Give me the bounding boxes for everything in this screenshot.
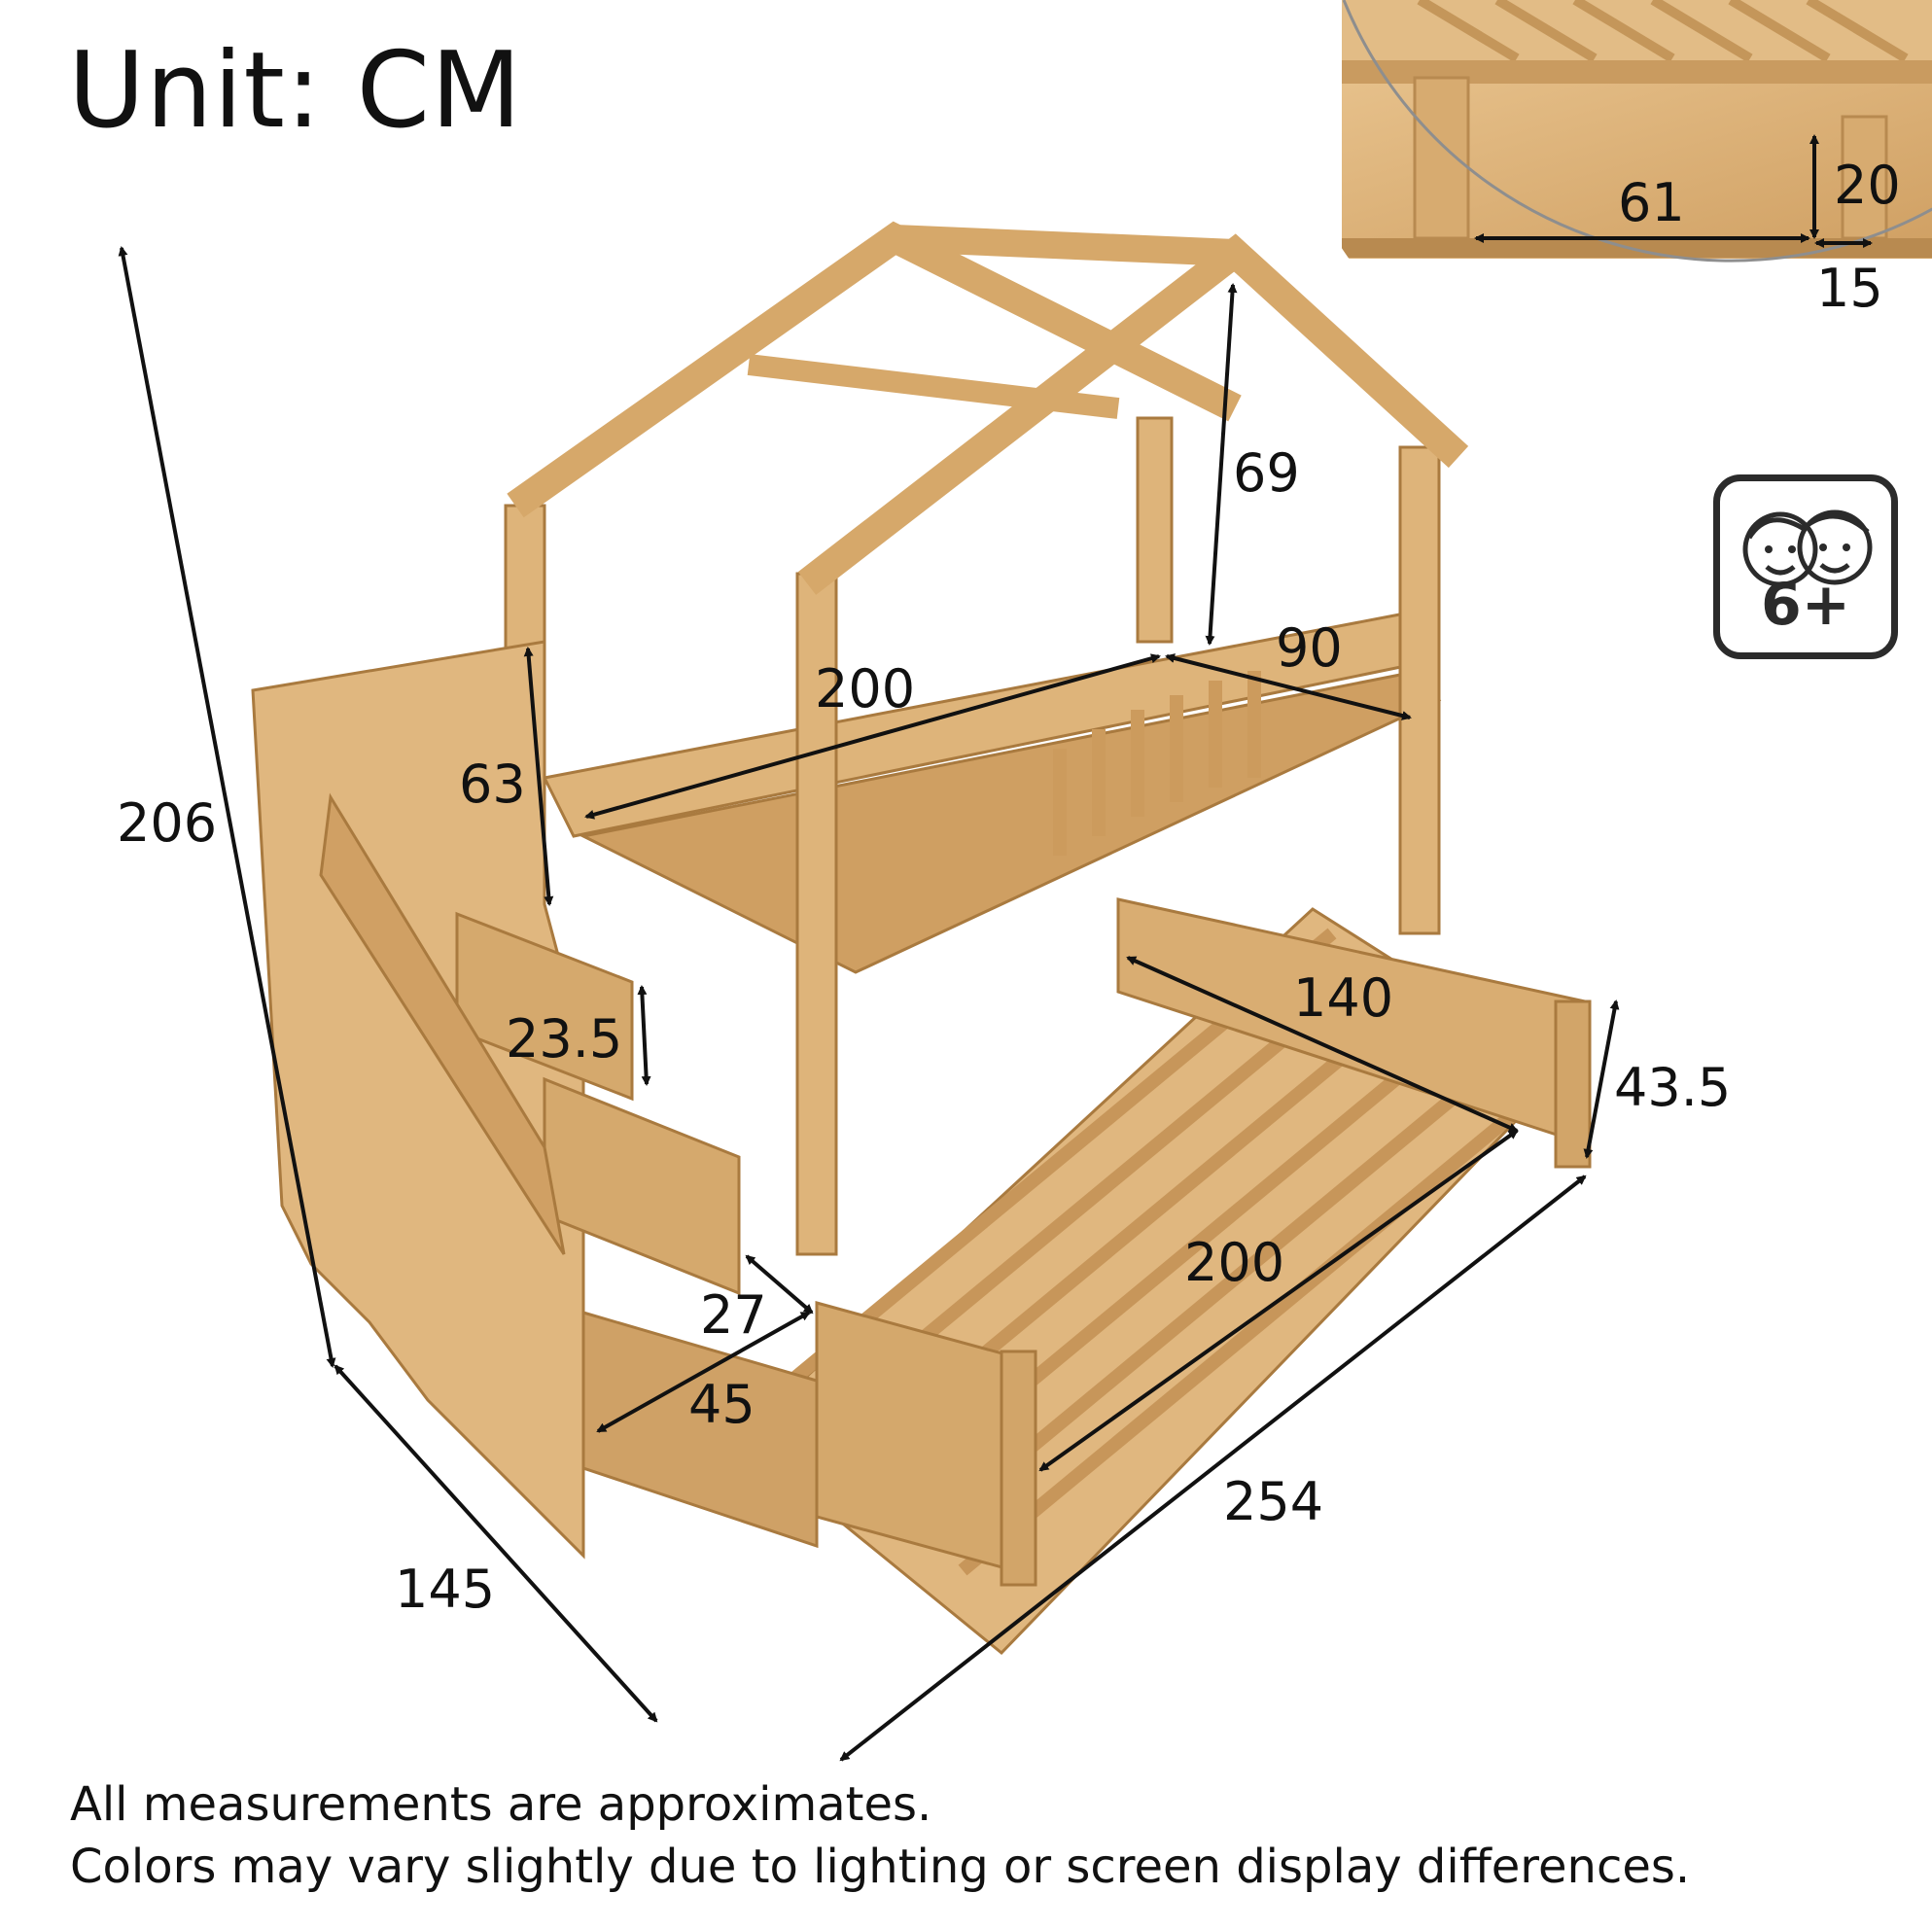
upper-width-arrow xyxy=(1165,653,1412,720)
age-badge-text: 6+ xyxy=(1760,571,1851,639)
note-colors: Colors may vary slightly due to lighting… xyxy=(70,1840,1691,1894)
age-badge: 6+ xyxy=(1713,474,1898,659)
step-height-arrow xyxy=(637,985,651,1086)
two-children-faces-icon xyxy=(1742,509,1873,587)
shelf-height-label: 20 xyxy=(1834,155,1901,216)
lower-length-arrow xyxy=(1038,1129,1519,1472)
dimension-arrows xyxy=(118,246,1620,1762)
shelf-length-label: 61 xyxy=(1618,172,1685,233)
step-width-label: 45 xyxy=(688,1374,755,1435)
depth-label: 145 xyxy=(395,1559,496,1620)
lower-rail-height-label: 43.5 xyxy=(1614,1057,1732,1118)
lower-bed xyxy=(736,897,1592,1656)
roof-height-arrow xyxy=(1205,283,1238,646)
step-depth-label: 27 xyxy=(700,1284,767,1346)
step-depth-arrow xyxy=(745,1254,814,1315)
unit-title: Unit: CM xyxy=(68,30,523,152)
upper-width-label: 90 xyxy=(1276,617,1343,679)
total-height-arrow xyxy=(118,246,336,1368)
total-height-label: 206 xyxy=(117,792,218,854)
lower-length-label: 200 xyxy=(1184,1232,1285,1293)
total-length-label: 254 xyxy=(1223,1471,1324,1532)
lower-rail-height-arrow xyxy=(1583,1000,1620,1159)
step-height-label: 23.5 xyxy=(506,1008,623,1070)
upper-length-arrow xyxy=(584,653,1161,820)
lower-width-arrow xyxy=(1126,956,1519,1133)
shelf-depth-label: 15 xyxy=(1816,258,1883,319)
depth-arrow xyxy=(334,1364,658,1723)
lower-width-label: 140 xyxy=(1293,967,1394,1029)
stair-rail-height-label: 63 xyxy=(459,754,526,815)
step-width-arrow xyxy=(596,1311,811,1433)
roof-height-label: 69 xyxy=(1233,442,1300,504)
upper-length-label: 200 xyxy=(815,658,916,719)
note-measurements: All measurements are approximates. xyxy=(70,1777,932,1832)
shelf-detail-inset xyxy=(1274,0,1932,438)
stair-rail-height-arrow xyxy=(523,647,554,906)
